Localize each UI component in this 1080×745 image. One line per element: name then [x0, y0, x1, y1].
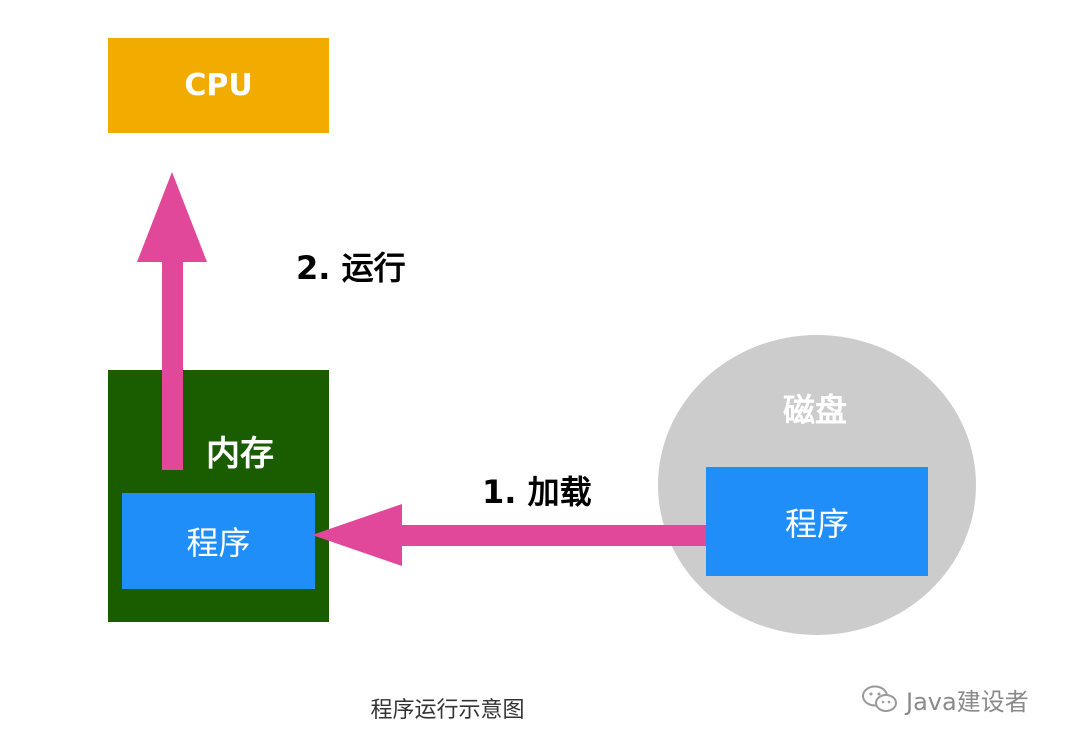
cpu-box: CPU — [108, 38, 329, 133]
disk-label: 磁盘 — [782, 391, 847, 429]
disk-program-label: 程序 — [784, 504, 849, 543]
disk-program-box: 程序 — [706, 467, 928, 576]
watermark-text: Java建设者 — [906, 687, 1029, 716]
cpu-label: CPU — [184, 68, 253, 103]
load-arrow — [312, 504, 706, 566]
memory-label: 内存 — [206, 433, 274, 474]
run-step-label: 2. 运行 — [296, 249, 406, 287]
diagram-caption: 程序运行示意图 — [370, 698, 525, 723]
memory-program-label: 程序 — [186, 524, 251, 562]
load-step-label: 1. 加载 — [482, 473, 592, 511]
run-arrow — [137, 172, 207, 470]
wechat-icon — [862, 685, 897, 712]
watermark: Java建设者 — [860, 682, 1029, 716]
memory-program-box: 程序 — [122, 493, 315, 589]
